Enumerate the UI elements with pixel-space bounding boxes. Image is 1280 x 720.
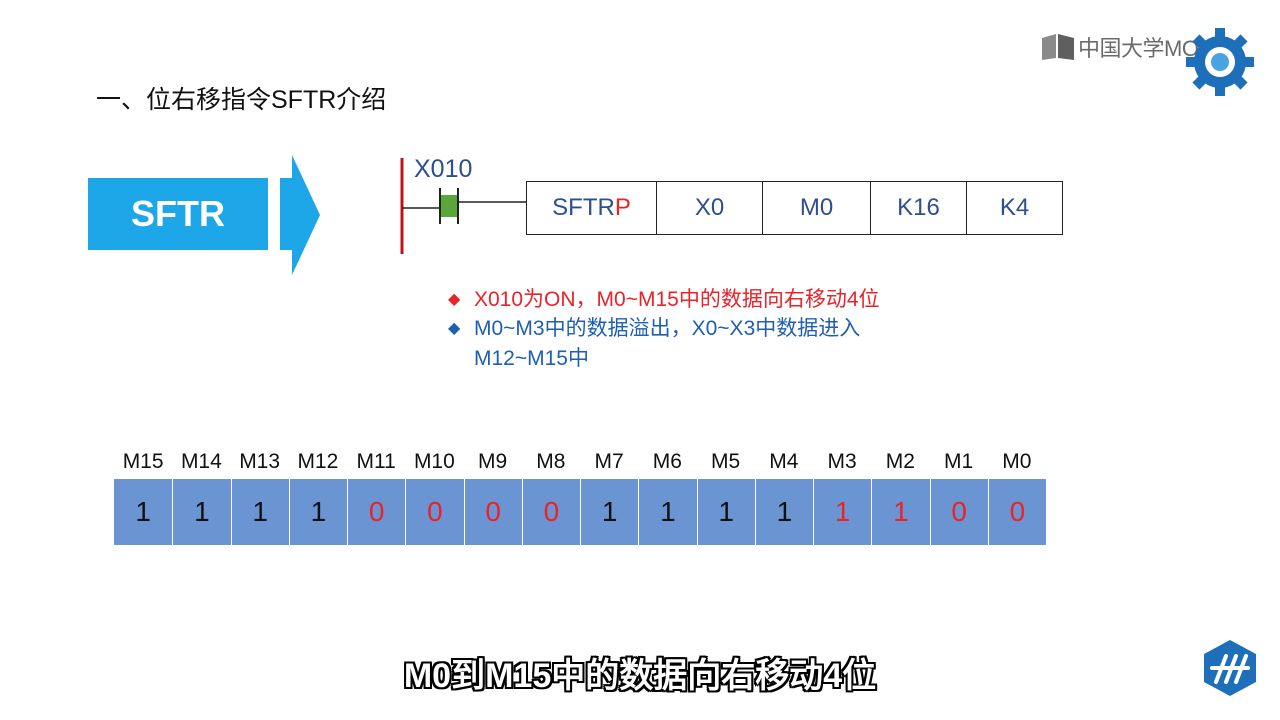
operand-n1: K16 [870, 182, 966, 234]
diamond-bullet-icon: ◆ [448, 320, 461, 337]
slide-title: 一、位右移指令SFTR介绍 [96, 86, 387, 114]
register-label: M15 [122, 450, 164, 473]
operand-source: X0 [656, 182, 762, 234]
register-label: M4 [769, 450, 799, 473]
gear-icon [1184, 26, 1256, 98]
note-1-text: X010为ON，M0~M15中的数据向右移动4位 [474, 288, 880, 311]
university-logo-icon [1204, 640, 1256, 696]
sftr-arrow-icon [88, 155, 320, 275]
register-cell: 0 [521, 479, 580, 545]
register-labels: M15 M14 M13 M12 M11 M10 M9 M8 M7 M6 M5 M… [114, 450, 1046, 474]
note-2: ◆ M0~M3中的数据溢出，X0~X3中数据进入 M12~M15中 [448, 314, 860, 374]
register-label: M0 [1002, 450, 1032, 473]
diamond-bullet-icon: ◆ [448, 291, 461, 308]
register-label: M6 [652, 450, 682, 473]
sftr-arrow-label: SFTR [131, 193, 225, 234]
contact-label: X010 [414, 155, 473, 183]
register-cell: 1 [114, 479, 173, 545]
register-cell: 1 [230, 479, 289, 545]
register-cell: 1 [813, 479, 872, 545]
register-label: M3 [827, 450, 857, 473]
register-label: M1 [944, 450, 974, 473]
register-cell: 0 [405, 479, 464, 545]
register-cell: 1 [172, 479, 231, 545]
note-2-text-cont: M12~M15中 [474, 347, 589, 370]
contact-x010 [441, 195, 457, 217]
video-subtitle: M0到M15中的数据向右移动4位 [403, 657, 877, 695]
register-label: M10 [413, 450, 455, 473]
register-label: M5 [711, 450, 741, 473]
register-cell: 0 [987, 479, 1046, 545]
register-label: M14 [180, 450, 222, 473]
register-label: M7 [594, 450, 624, 473]
ladder-diagram [400, 158, 526, 254]
register-cell: 0 [347, 479, 406, 545]
register-label: M9 [478, 450, 508, 473]
register-cell: 1 [754, 479, 813, 545]
pulse-suffix: P [614, 194, 631, 221]
register-cell: 1 [638, 479, 697, 545]
note-2-text: M0~M3中的数据溢出，X0~X3中数据进入 [474, 317, 861, 340]
register-cell: 1 [580, 479, 639, 545]
register-label: M8 [536, 450, 566, 473]
book-icon [1040, 32, 1076, 62]
register-label: M2 [885, 450, 915, 473]
register-label: M11 [356, 450, 396, 473]
register-label: M13 [239, 450, 281, 473]
operand-destination: M0 [762, 182, 870, 234]
register-cell: 1 [871, 479, 930, 545]
operand-n2: K4 [966, 182, 1062, 234]
register-label: M12 [297, 450, 339, 473]
note-1: ◆ X010为ON，M0~M15中的数据向右移动4位 [448, 285, 880, 315]
register-cell: 1 [288, 479, 347, 545]
register-cell: 1 [696, 479, 755, 545]
register-cell: 0 [463, 479, 522, 545]
register-cells: 1 1 1 1 0 0 0 0 1 1 1 1 1 1 0 0 [114, 479, 1046, 545]
register-cell: 0 [929, 479, 988, 545]
